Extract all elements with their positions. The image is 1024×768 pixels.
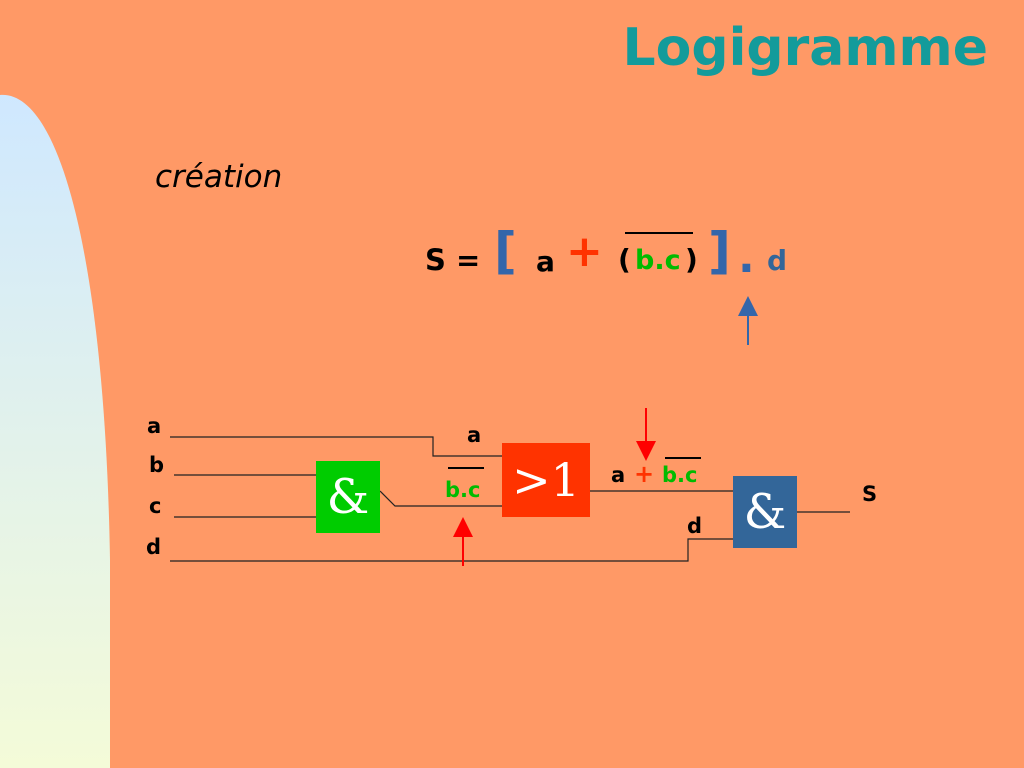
wire-bc [379, 490, 502, 507]
input-label-b: b [149, 453, 165, 477]
page-title: Logigramme [622, 18, 989, 78]
wire-label-d: d [687, 514, 703, 538]
equation-close-paren: ) [685, 243, 698, 276]
equation-plus: + [566, 226, 603, 277]
input-label-d: d [146, 535, 162, 559]
subtitle: création [155, 159, 283, 195]
equation-bc: b.c [635, 245, 681, 276]
wire-d [170, 538, 733, 562]
wire-label-sum-a: a [611, 463, 626, 487]
wire-label-bc: b.c [445, 478, 481, 502]
equation-term-a: a [536, 245, 555, 278]
equation-open-bracket: [ [494, 222, 517, 280]
output-label-s: S [862, 482, 878, 506]
wire-label-sum-bc: b.c [662, 463, 698, 487]
equation-close-bracket: ] [708, 222, 731, 280]
equation-open-paren: ( [618, 243, 631, 276]
input-label-a: a [147, 414, 162, 438]
or-gate: >1 [502, 443, 590, 517]
wire-label-sum-plus: + [634, 460, 655, 488]
and-gate-1: & [316, 461, 380, 533]
equation-term-d: d [767, 244, 788, 277]
wire-label-a: a [467, 423, 482, 447]
input-label-c: c [149, 494, 162, 518]
and-gate-2: & [733, 476, 797, 548]
wire-a [170, 436, 502, 457]
equation-lhs: S = [425, 243, 481, 277]
equation-dot: . [738, 232, 755, 283]
